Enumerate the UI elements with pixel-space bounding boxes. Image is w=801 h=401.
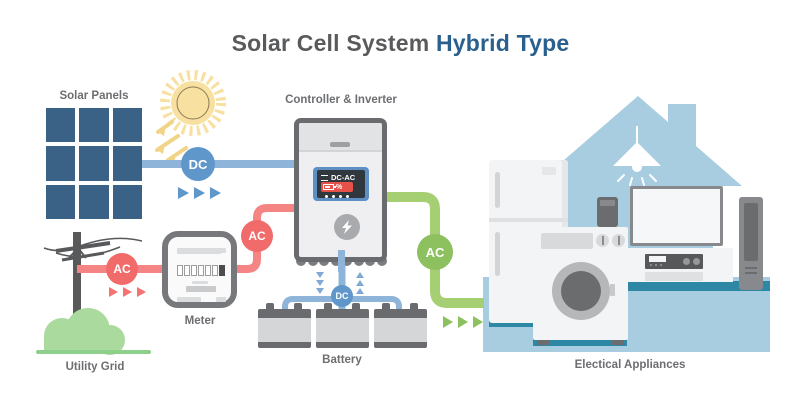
flow-arrow-right [178, 187, 189, 199]
flow-arrow-up [356, 280, 364, 286]
flow-arrow-right [473, 316, 483, 328]
meter-detail [177, 297, 201, 302]
speaker-icon [739, 197, 763, 290]
washing-machine-icon [533, 227, 628, 345]
utility-grid-label: Utility Grid [65, 361, 125, 373]
meter-detail [216, 248, 226, 253]
meter-detail [192, 281, 208, 284]
title-accent: Hybrid Type [435, 30, 570, 56]
solar-panel-cell [46, 108, 76, 143]
meter-detail [216, 297, 226, 302]
plug-icon [321, 174, 328, 181]
sun-rays [155, 120, 188, 162]
cabinet-drawer [645, 272, 703, 281]
meter-detail [177, 248, 221, 254]
solar-panel-cell [112, 146, 142, 181]
screen-percent-text: % [336, 183, 343, 191]
battery-unit [374, 303, 427, 348]
solar-panel-icon [46, 108, 142, 219]
solar-panel-cell [112, 108, 142, 143]
screen-mode-text: DC-AC [331, 173, 356, 182]
solar-panel-cell [79, 146, 109, 181]
battery-label: Battery [322, 354, 362, 366]
title-main: Solar Cell System [231, 30, 430, 56]
zap-icon [342, 220, 352, 234]
controller-label: Controller & Inverter [285, 94, 397, 106]
inverter-screen: DC-AC % [317, 170, 365, 198]
lamp-icon [613, 126, 661, 186]
ac-badge-grid: AC [106, 253, 138, 285]
ground-line [36, 350, 151, 354]
flow-arrow-up [356, 272, 364, 278]
flow-arrow-right [443, 316, 453, 328]
wire-dc-trunk-segment [338, 250, 345, 272]
ac-badge-meter: AC [241, 220, 273, 252]
page-title: Solar Cell System Hybrid Type [0, 30, 801, 57]
controller-top-panel [299, 123, 382, 152]
flow-arrow-right [109, 287, 118, 297]
stereo-icon [645, 254, 703, 269]
sun-ray-tips [157, 125, 176, 164]
solar-panel-cell [79, 184, 109, 219]
battery-unit [316, 303, 369, 348]
meter-display [177, 265, 225, 276]
solar-panels-label: Solar Panels [59, 90, 129, 102]
battery-unit [258, 303, 311, 348]
flow-arrow-down [316, 280, 324, 286]
battery-icon [323, 184, 336, 190]
power-circle [334, 214, 360, 240]
controller-inverter: DC-AC % [294, 118, 387, 262]
flow-arrow-down [316, 288, 324, 294]
meter-detail [186, 286, 216, 292]
smart-device-icon [597, 197, 618, 227]
solar-panel-cell [46, 146, 76, 181]
flow-arrow-up [356, 288, 364, 294]
dc-badge-solar: DC [181, 147, 215, 181]
flow-arrow-right [137, 287, 146, 297]
controller-vent-slot [330, 142, 350, 147]
flow-arrow-right [194, 187, 205, 199]
meter-label: Meter [184, 315, 216, 327]
flow-arrow-right [123, 287, 132, 297]
solar-panel-cell [46, 184, 76, 219]
flow-arrow-down [316, 272, 324, 278]
flow-arrow-right [210, 187, 221, 199]
tv-icon [630, 186, 723, 246]
appliances-label: Electical Appliances [574, 359, 686, 371]
solar-panel-cell [79, 108, 109, 143]
inverter-screen-panel: DC-AC % [313, 167, 369, 201]
screen-battery-indicator: % [321, 182, 353, 192]
flow-arrow-right [458, 316, 468, 328]
solar-panel-cell [112, 184, 142, 219]
screen-mode-row: DC-AC [321, 173, 355, 182]
screen-buttons [325, 195, 349, 198]
ac-badge-output: AC [417, 234, 453, 270]
bush-icon [44, 308, 125, 355]
meter [162, 231, 237, 308]
dc-badge-battery: DC [331, 285, 353, 307]
tv-cabinet [627, 248, 733, 282]
